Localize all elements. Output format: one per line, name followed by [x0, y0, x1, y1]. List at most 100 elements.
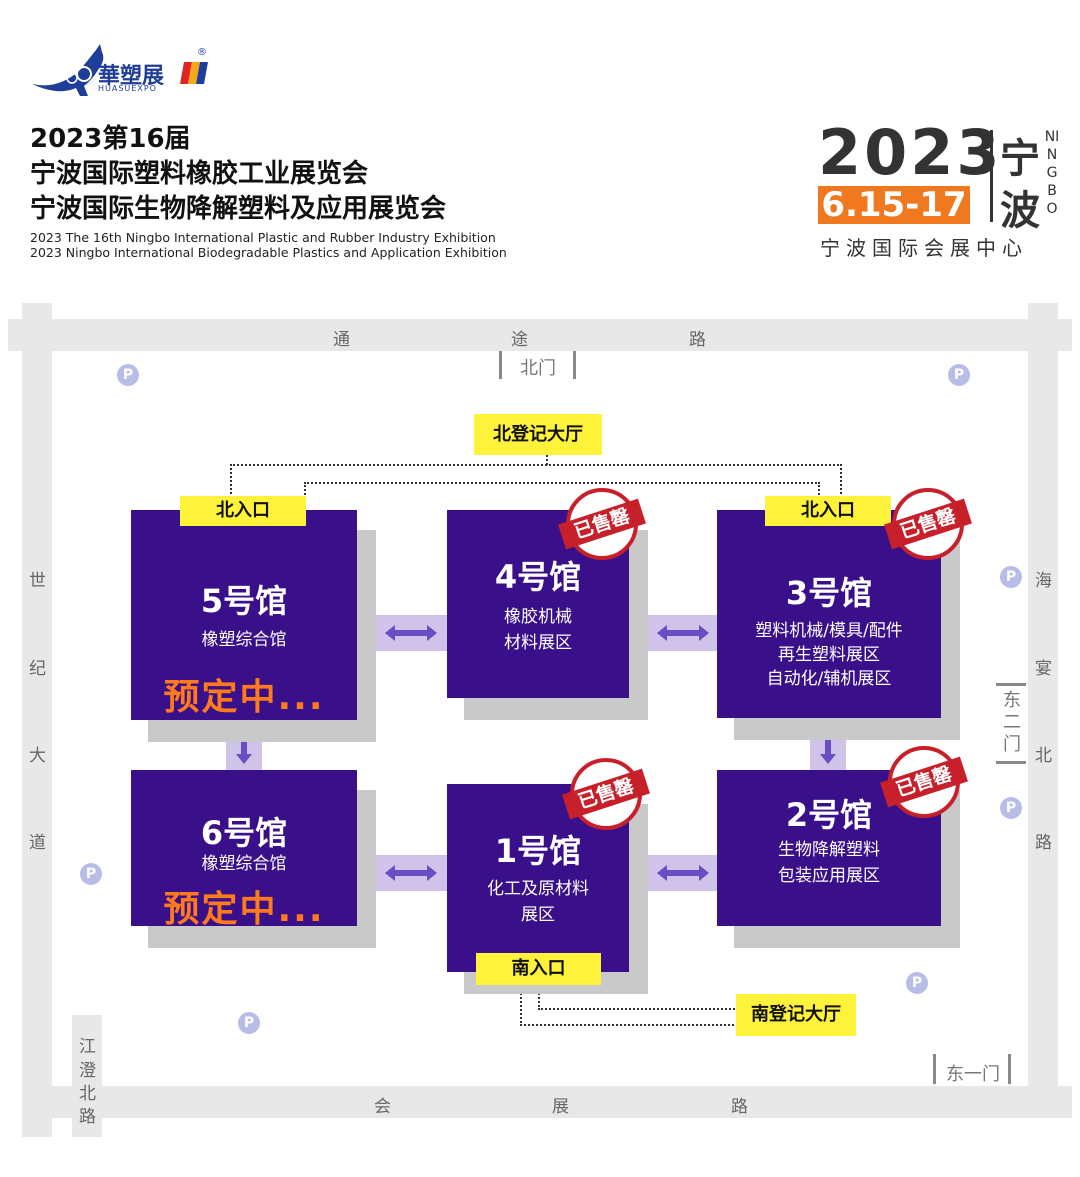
- logo-en: HUASUEXPO: [98, 84, 157, 93]
- kangaroo-logo-icon: [32, 44, 104, 96]
- south-road-char-1: 会: [374, 1097, 391, 1117]
- hall-4-name: 4号馆: [494, 558, 582, 596]
- hall-5-desc: 橡塑综合馆: [201, 630, 287, 650]
- southwest-road-char-3: 北: [79, 1084, 96, 1104]
- west-road-char-2: 纪: [29, 659, 46, 679]
- hall-6-name: 6号馆: [200, 814, 288, 852]
- city-char-1: 宁: [1000, 136, 1040, 182]
- east1-gate-bar-left: [933, 1054, 936, 1084]
- hall-2-desc-2: 包装应用展区: [778, 866, 880, 886]
- hall-3-desc-1: 塑料机械/模具/配件: [755, 621, 903, 641]
- city-char-2: 波: [1000, 188, 1040, 234]
- south-road: [22, 1086, 1072, 1118]
- parking-icon: P: [948, 364, 970, 386]
- hall-4-desc-2: 材料展区: [504, 633, 572, 653]
- sold-out-stamp-hall-2: 已售罄: [880, 746, 968, 818]
- east-road-char-3: 北: [1035, 746, 1052, 766]
- parking-icon: P: [117, 364, 139, 386]
- south-route-main: [520, 986, 738, 1026]
- southwest-road-char-2: 澄: [79, 1061, 96, 1081]
- west-road-char-3: 大: [29, 746, 46, 766]
- sold-out-label: 已售罄: [558, 498, 646, 550]
- north-entrance-3: 北入口: [765, 496, 891, 526]
- north-registration-hall: 北登记大厅: [474, 414, 602, 455]
- double-arrow-icon: [385, 865, 437, 881]
- hall-5-status: 预定中...: [163, 677, 325, 718]
- east1-gate: 东一门: [946, 1064, 1000, 1085]
- north-road-char-1: 通: [333, 330, 350, 350]
- parking-icon: P: [1000, 566, 1022, 588]
- title-line-1: 2023第16届: [30, 124, 191, 154]
- logo-name: 華塑展: [98, 64, 165, 89]
- event-dates: 6.15-17: [818, 186, 970, 224]
- double-arrow-icon: [657, 625, 709, 641]
- sold-out-stamp-hall-1: 已售罄: [562, 758, 650, 830]
- hall-4-desc-1: 橡胶机械: [504, 607, 572, 627]
- east2-gate: 东二门: [1003, 690, 1021, 755]
- hall-2-desc-1: 生物降解塑料: [778, 840, 880, 860]
- south-route-inner: [538, 986, 738, 1010]
- east-road: [1028, 303, 1058, 1118]
- sold-out-stamp-hall-4: 已售罄: [558, 488, 646, 560]
- north-road-char-2: 途: [511, 330, 528, 350]
- parking-icon: P: [906, 972, 928, 994]
- logo-registered-mark: ®: [197, 47, 207, 58]
- hall-6-status: 预定中...: [163, 889, 325, 930]
- south-entrance-1: 南入口: [476, 953, 601, 985]
- north-entrance-5: 北入口: [180, 496, 306, 526]
- west-road: [22, 303, 52, 1137]
- sold-out-label: 已售罄: [884, 498, 972, 550]
- southwest-road: [72, 1015, 102, 1137]
- east1-gate-bar-right: [1008, 1054, 1011, 1084]
- logo-stripes-icon: [180, 62, 208, 84]
- north-route-inner: [304, 482, 820, 498]
- brand-logo: ® 華塑展 HUASUEXPO: [28, 36, 228, 100]
- north-route-stem: [546, 455, 548, 465]
- hall-2-name: 2号馆: [785, 796, 873, 834]
- north-gate-bar-left: [499, 351, 502, 379]
- hall-1-name: 1号馆: [494, 832, 582, 870]
- hall-5[interactable]: 5号馆 橡塑综合馆 预定中...: [131, 510, 357, 720]
- hall-6[interactable]: 6号馆 橡塑综合馆 预定中...: [131, 770, 357, 930]
- hall-1-desc-1: 化工及原材料: [487, 879, 589, 899]
- south-road-char-3: 路: [731, 1097, 748, 1117]
- hall-5-name: 5号馆: [200, 582, 288, 620]
- city-en-vertical: NINGBO: [1044, 129, 1060, 217]
- southwest-road-char-4: 路: [79, 1107, 96, 1127]
- hall-3[interactable]: 3号馆 塑料机械/模具/配件 再生塑料展区 自动化/辅机展区: [717, 510, 941, 718]
- north-route-main: [230, 464, 842, 494]
- venue-name: 宁波国际会展中心: [820, 236, 1028, 260]
- east2-gate-bar-top: [996, 683, 1026, 686]
- south-road-char-2: 展: [552, 1097, 569, 1117]
- sold-out-label: 已售罄: [562, 768, 650, 820]
- sold-out-stamp-hall-3: 已售罄: [884, 488, 972, 560]
- hall-6-desc: 橡塑综合馆: [201, 854, 287, 874]
- west-road-char-1: 世: [29, 571, 46, 591]
- hall-3-name: 3号馆: [785, 574, 873, 612]
- parking-icon: P: [238, 1012, 260, 1034]
- english-title-2: 2023 Ningbo International Biodegradable …: [30, 245, 507, 260]
- north-gate-bar-right: [573, 351, 576, 379]
- sold-out-label: 已售罄: [880, 756, 968, 808]
- north-road: [8, 319, 1072, 351]
- hall-3-desc-3: 自动化/辅机展区: [766, 669, 892, 689]
- southwest-road-char-1: 江: [79, 1037, 96, 1057]
- double-arrow-icon: [657, 865, 709, 881]
- east-road-char-2: 宴: [1035, 659, 1052, 679]
- parking-icon: P: [1000, 797, 1022, 819]
- event-year: 2023: [818, 116, 1003, 189]
- south-registration-hall: 南登记大厅: [736, 994, 856, 1036]
- hall-3-desc-2: 再生塑料展区: [778, 645, 880, 665]
- west-road-char-4: 道: [29, 833, 46, 853]
- east-road-char-1: 海: [1035, 571, 1052, 591]
- parking-icon: P: [80, 863, 102, 885]
- title-line-2: 宁波国际塑料橡胶工业展览会: [30, 159, 369, 189]
- north-gate: 北门: [520, 358, 556, 379]
- east-road-char-4: 路: [1035, 833, 1052, 853]
- hall-1-desc-2: 展区: [521, 905, 555, 925]
- east2-gate-bar-bottom: [996, 761, 1026, 764]
- header-divider: [990, 130, 993, 222]
- double-arrow-icon: [385, 625, 437, 641]
- english-title-1: 2023 The 16th Ningbo International Plast…: [30, 230, 496, 245]
- north-road-char-3: 路: [689, 330, 706, 350]
